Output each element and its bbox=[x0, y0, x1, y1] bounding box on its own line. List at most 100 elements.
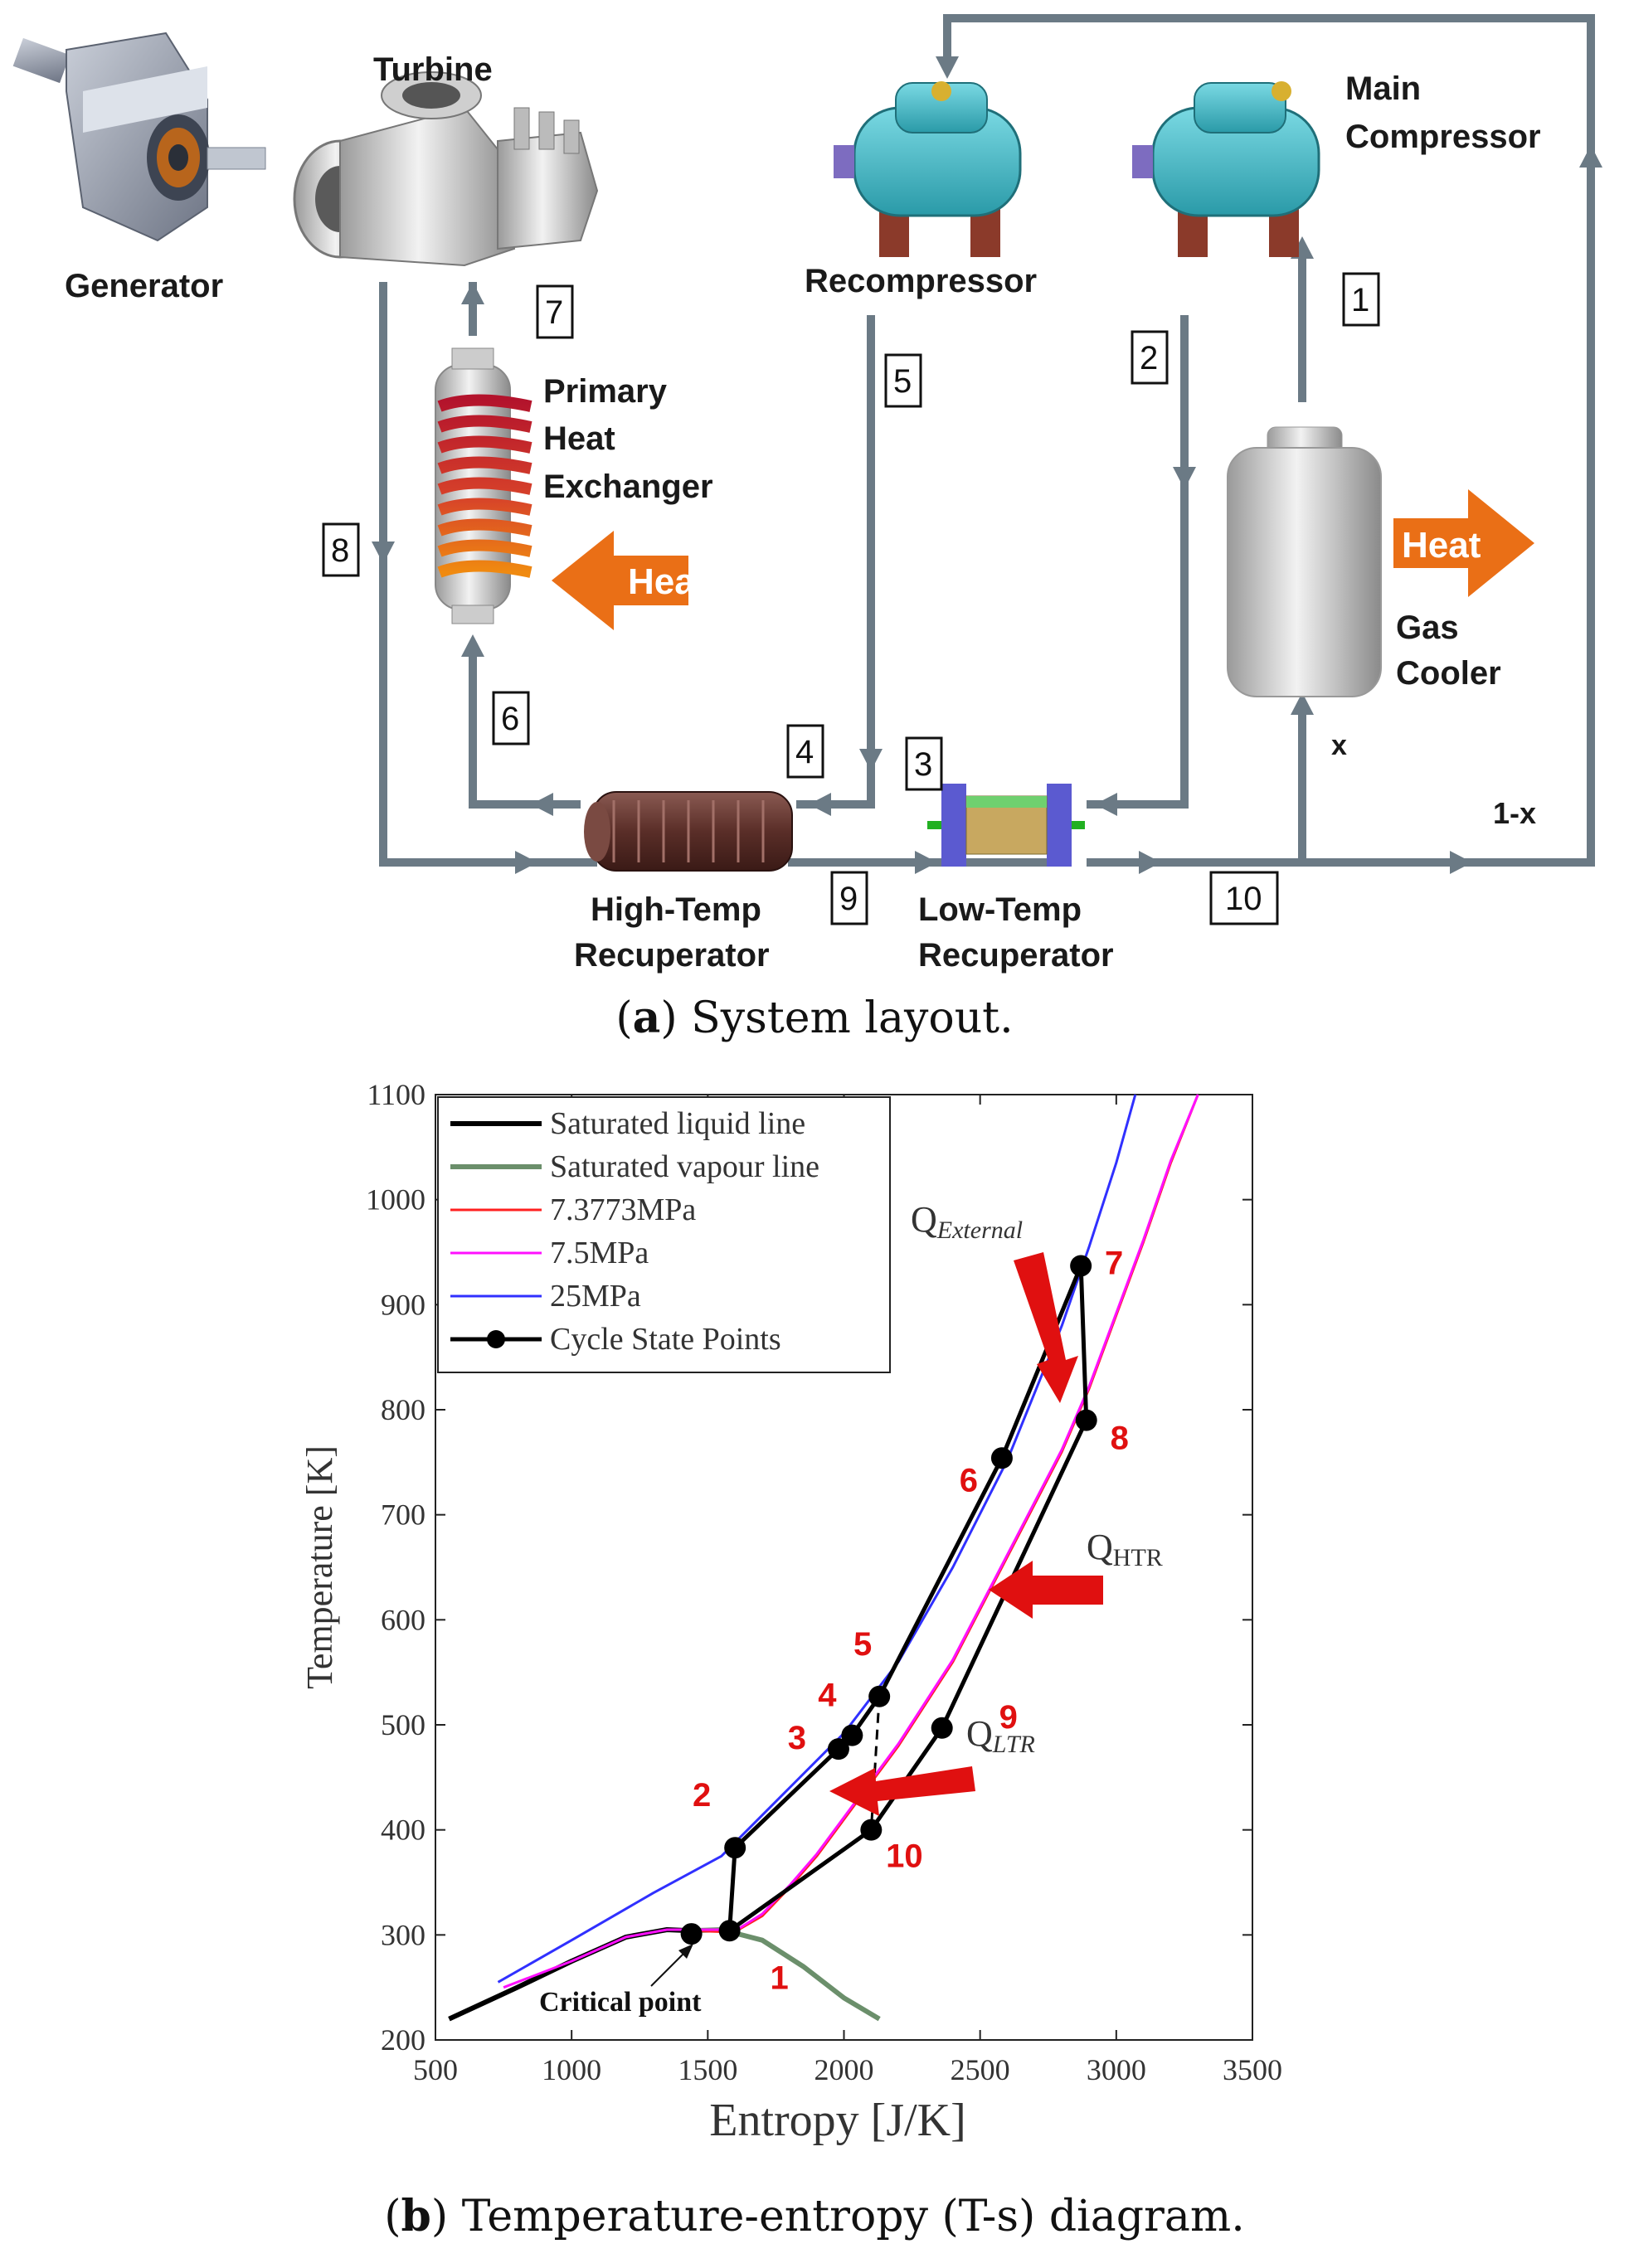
caption-b: (b) Temperature-entropy (T-s) diagram. bbox=[384, 2191, 1244, 2241]
turbine-label: Turbine bbox=[373, 51, 493, 88]
q-ltr-annotation: QLTR bbox=[829, 1713, 1035, 1816]
x-tick-label: 2500 bbox=[951, 2053, 1010, 2086]
state-point-label-10: 10 bbox=[886, 1838, 923, 1875]
gas-cooler-icon bbox=[1227, 426, 1382, 697]
critical-point-annotation: Critical point bbox=[539, 1944, 702, 2018]
x-tick-label: 2000 bbox=[814, 2053, 874, 2086]
y-tick-label: 900 bbox=[381, 1288, 425, 1321]
series-line-3 bbox=[503, 1094, 1199, 1989]
q-htr-annotation: QHTR bbox=[989, 1527, 1163, 1619]
q-ltr-arrow-icon bbox=[829, 1766, 975, 1816]
heat-in-label: Heat bbox=[628, 561, 708, 602]
state-box-6: 6 bbox=[501, 701, 519, 737]
state-box-3: 3 bbox=[914, 746, 932, 783]
main-compressor-label-2: Compressor bbox=[1345, 119, 1541, 155]
svg-text:QHTR: QHTR bbox=[1087, 1527, 1163, 1571]
y-tick-label: 500 bbox=[381, 1708, 425, 1741]
system-layout-diagram: Heat Heat Generator Turbine Recompressor… bbox=[12, 14, 1602, 1043]
y-tick-label: 700 bbox=[381, 1498, 425, 1532]
recompressor-label: Recompressor bbox=[805, 263, 1037, 299]
state-box-1: 1 bbox=[1351, 282, 1369, 318]
legend-marker bbox=[487, 1330, 505, 1348]
state-box-10: 10 bbox=[1225, 881, 1262, 917]
recompression-dashed-line bbox=[869, 1696, 881, 1830]
y-tick-label: 1100 bbox=[367, 1078, 425, 1111]
primary-hx-label-3: Exchanger bbox=[543, 469, 713, 505]
state-point-5 bbox=[868, 1685, 891, 1707]
x-tick-label: 3000 bbox=[1087, 2053, 1146, 2086]
y-tick-label: 300 bbox=[381, 1918, 425, 1951]
y-tick-label: 400 bbox=[381, 1814, 425, 1847]
state-box-2: 2 bbox=[1140, 340, 1158, 376]
state-box-8: 8 bbox=[331, 532, 349, 569]
primary-hx-label-1: Primary bbox=[543, 373, 668, 410]
x-tick-label: 3500 bbox=[1223, 2053, 1282, 2086]
state-box-7: 7 bbox=[545, 294, 563, 331]
critical-point-marker bbox=[680, 1923, 703, 1945]
x-tick-label: 1000 bbox=[542, 2053, 601, 2086]
state-point-1 bbox=[718, 1920, 741, 1942]
state-point-10 bbox=[860, 1819, 883, 1841]
q-htr-arrow-icon bbox=[989, 1561, 1103, 1619]
y-axis-label: Temperature [K] bbox=[299, 1445, 340, 1689]
split-1-x-label: 1-x bbox=[1493, 796, 1536, 830]
state-point-9 bbox=[931, 1717, 953, 1739]
legend-label: Saturated liquid line bbox=[550, 1106, 805, 1141]
main-compressor-label-1: Main bbox=[1345, 70, 1421, 107]
split-x-label: x bbox=[1331, 730, 1347, 761]
legend-label: Cycle State Points bbox=[550, 1322, 781, 1357]
legend-label: 7.5MPa bbox=[550, 1236, 649, 1270]
legend-label: 25MPa bbox=[550, 1279, 641, 1314]
recompressor-icon bbox=[834, 81, 1022, 257]
state-point-8 bbox=[1075, 1409, 1097, 1431]
svg-text:QLTR: QLTR bbox=[966, 1713, 1035, 1758]
htr-label-1: High-Temp bbox=[591, 891, 761, 928]
turbine-icon bbox=[293, 71, 599, 267]
heat-out-arrow: Heat bbox=[1393, 489, 1534, 597]
state-point-3 bbox=[827, 1738, 849, 1760]
state-point-label-1: 1 bbox=[770, 1960, 788, 1996]
y-tick-label: 600 bbox=[381, 1603, 425, 1636]
svg-text:QExternal: QExternal bbox=[911, 1199, 1023, 1244]
state-box-5: 5 bbox=[893, 363, 912, 400]
data-series bbox=[448, 1094, 1199, 2022]
low-temp-recuperator-icon bbox=[927, 784, 1085, 867]
state-number-boxes bbox=[322, 272, 1380, 925]
state-point-label-3: 3 bbox=[788, 1720, 806, 1756]
gas-cooler-label-1: Gas bbox=[1396, 609, 1459, 646]
state-point-label-9: 9 bbox=[999, 1699, 1018, 1736]
high-temp-recuperator-icon bbox=[584, 791, 793, 872]
legend-box bbox=[437, 1096, 891, 1373]
state-box-9: 9 bbox=[839, 881, 858, 917]
x-axis-label: Entropy [J/K] bbox=[709, 2095, 966, 2146]
state-box-4: 4 bbox=[795, 734, 814, 770]
primary-heat-exchanger-icon bbox=[435, 347, 532, 624]
x-tick-label: 500 bbox=[413, 2053, 458, 2086]
y-tick-label: 800 bbox=[381, 1393, 425, 1426]
state-point-6 bbox=[990, 1447, 1013, 1469]
heat-in-arrow: Heat bbox=[552, 531, 708, 630]
main-compressor-icon bbox=[1132, 81, 1320, 257]
ltr-label-1: Low-Temp bbox=[918, 891, 1082, 928]
legend-label: 7.3773MPa bbox=[550, 1192, 696, 1227]
generator-icon bbox=[12, 32, 266, 242]
primary-hx-label-2: Heat bbox=[543, 420, 615, 457]
state-point-2 bbox=[724, 1837, 746, 1859]
q-external-annotation: QExternal bbox=[911, 1199, 1078, 1403]
x-tick-label: 1500 bbox=[678, 2053, 737, 2086]
ltr-label-2: Recuperator bbox=[918, 937, 1114, 974]
q-external-arrow-icon bbox=[1014, 1252, 1078, 1403]
legend-label: Saturated vapour line bbox=[550, 1149, 819, 1184]
gas-cooler-label-2: Cooler bbox=[1396, 655, 1501, 692]
state-point-label-6: 6 bbox=[960, 1462, 978, 1498]
state-point-4 bbox=[841, 1724, 863, 1746]
y-tick-label: 1000 bbox=[366, 1183, 425, 1217]
state-point-label-2: 2 bbox=[693, 1777, 711, 1814]
htr-label-2: Recuperator bbox=[574, 937, 770, 974]
caption-a: (a) System layout. bbox=[615, 993, 1013, 1043]
state-point-label-5: 5 bbox=[853, 1626, 872, 1663]
